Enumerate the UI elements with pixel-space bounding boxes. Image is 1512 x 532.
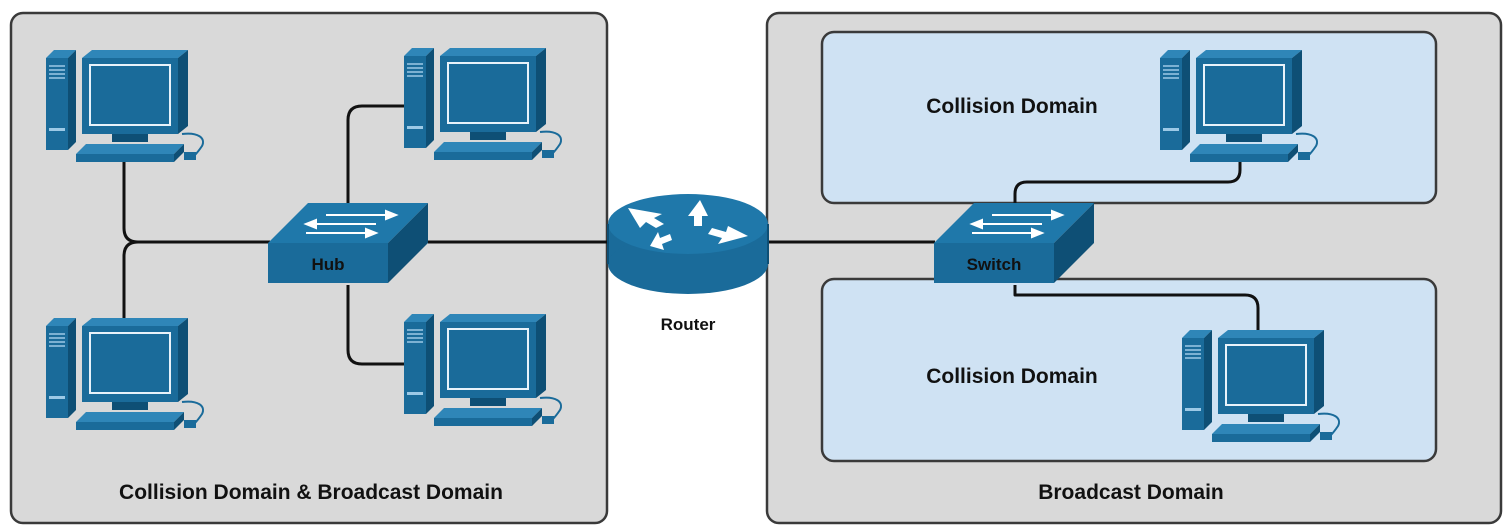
hub-label: Hub	[311, 255, 344, 274]
collision-domain-top-label: Collision Domain	[926, 95, 1098, 118]
computer-icon	[1181, 329, 1341, 443]
collision-domain-bottom-label: Collision Domain	[926, 365, 1098, 388]
cables	[122, 104, 1260, 366]
router-label: Router	[661, 315, 716, 334]
cable-hub-pc-top	[346, 104, 408, 203]
cable-switch-pc-bottom	[1013, 285, 1260, 330]
collision-domain-bottom-panel	[820, 277, 1438, 463]
computer-icon	[403, 313, 563, 427]
right-domain-label: Broadcast Domain	[1038, 481, 1224, 504]
router-icon	[607, 194, 769, 294]
cable-switch-pc-top	[1013, 160, 1242, 203]
computer-icon	[45, 49, 205, 163]
computer-icon	[45, 317, 205, 431]
computer-icon	[1159, 49, 1319, 163]
cable-hub-pc-bottom	[346, 285, 408, 366]
switch-label: Switch	[967, 255, 1022, 274]
left-domain-label: Collision Domain & Broadcast Domain	[119, 481, 503, 504]
cable-pc2-hub	[122, 240, 139, 318]
collision-domain-top-panel	[820, 30, 1438, 205]
computer-icon	[403, 47, 563, 161]
